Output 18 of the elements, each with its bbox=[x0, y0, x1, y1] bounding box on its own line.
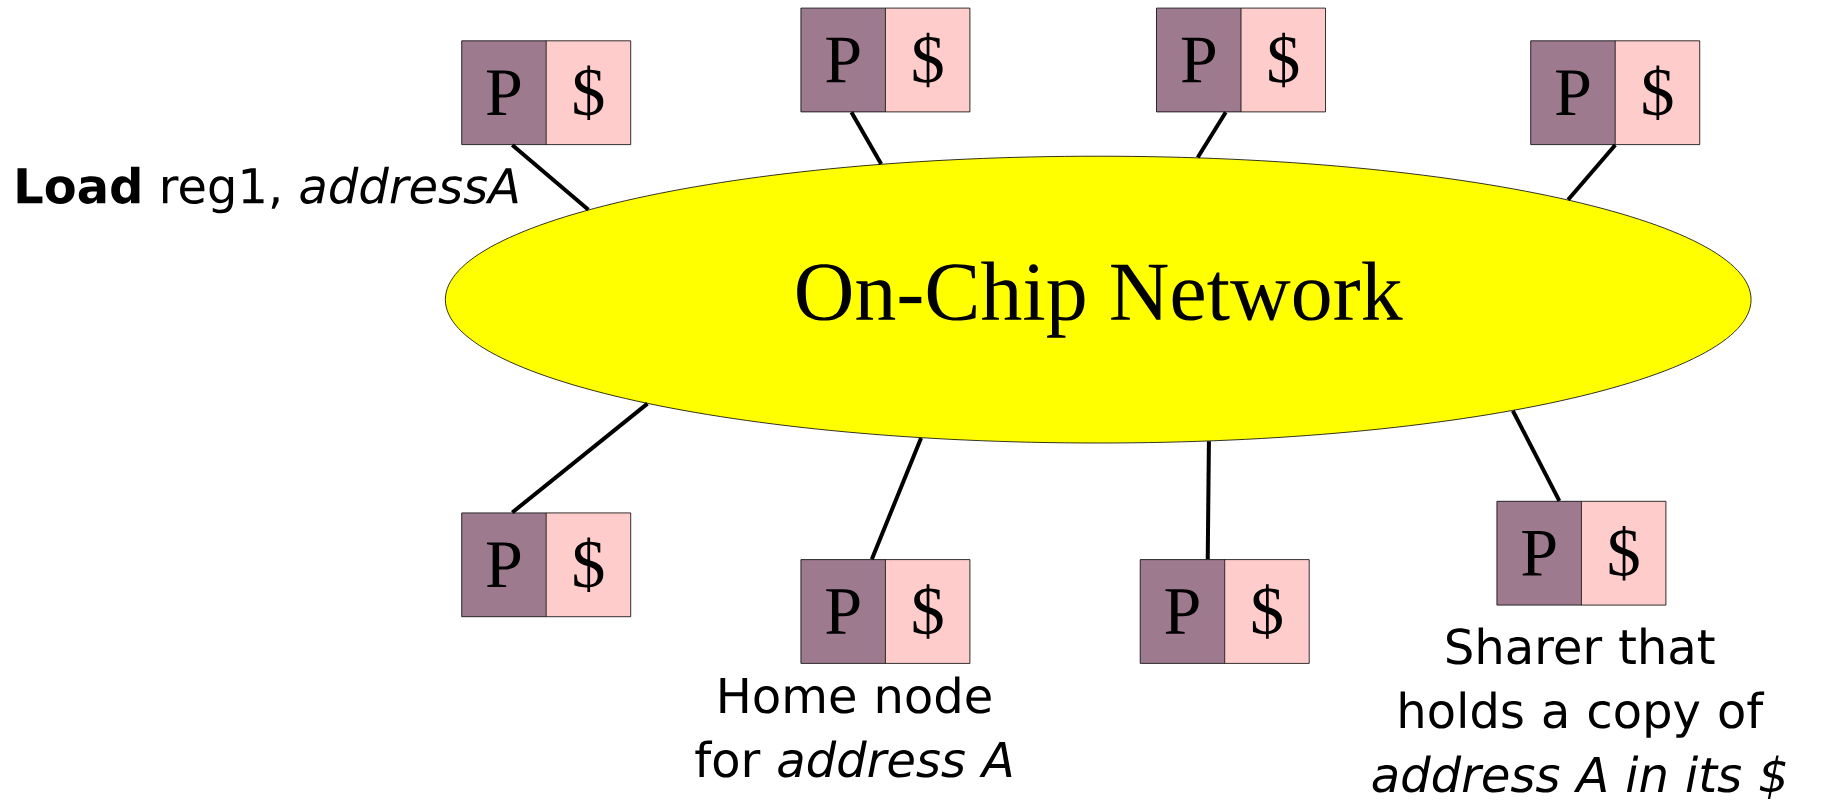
processor-cache-box: P $ bbox=[461, 512, 632, 618]
processor-cache-box: P $ bbox=[461, 40, 632, 145]
connector-line bbox=[1196, 111, 1228, 159]
connector-line bbox=[511, 402, 649, 515]
connector-line bbox=[1566, 143, 1617, 202]
processor-cache-box: P $ bbox=[800, 7, 971, 113]
connector-line bbox=[510, 143, 590, 212]
node-label: Sharer that holds a copy of address A in its $ bbox=[1372, 627, 1786, 799]
processor-cache-box: P $ bbox=[1156, 7, 1326, 113]
processor-cache-box: P $ bbox=[1139, 559, 1310, 664]
processor-cache-box: P $ bbox=[800, 559, 971, 664]
node-label: Home node for address A bbox=[695, 676, 1012, 778]
connector-line bbox=[849, 111, 883, 165]
connector-line bbox=[1511, 409, 1562, 502]
processor-cache-box: P $ bbox=[1496, 500, 1667, 606]
connector-line bbox=[869, 437, 923, 560]
processor-cache-box: P $ bbox=[1530, 40, 1701, 145]
connector-line bbox=[1205, 441, 1211, 560]
